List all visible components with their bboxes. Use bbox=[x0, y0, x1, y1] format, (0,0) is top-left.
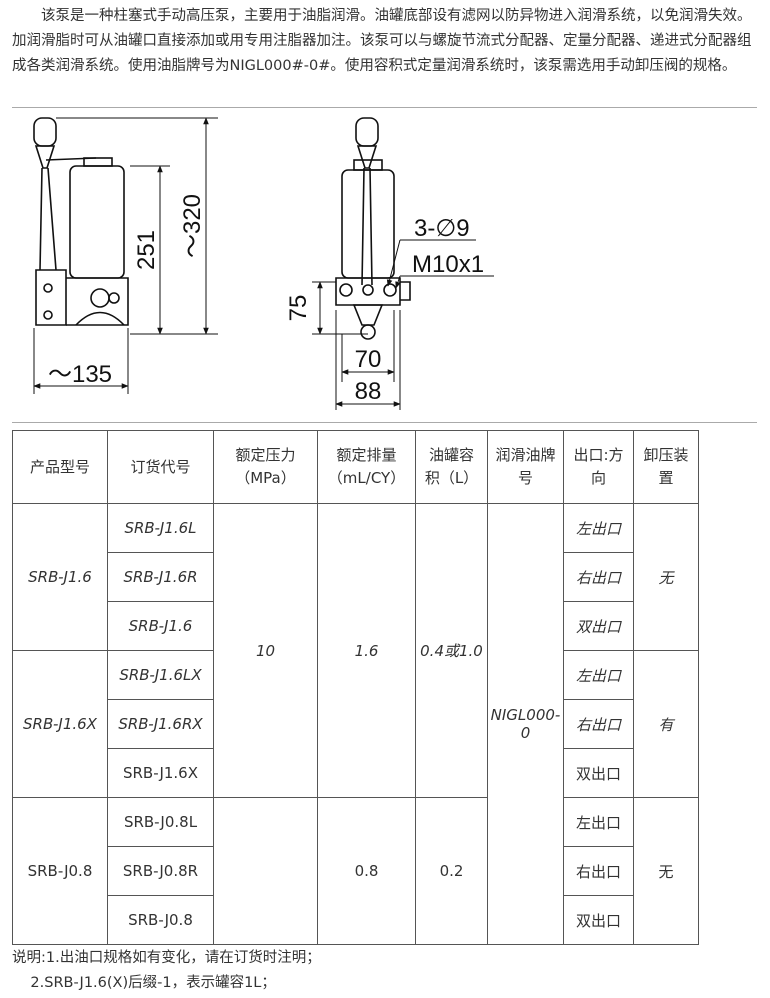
table-header-row: 产品型号 订货代号 额定压力（MPa） 额定排量（mL/CY） 油罐容积（L） … bbox=[12, 430, 699, 504]
table-row: SRB-J1.6RX 右出口 bbox=[13, 699, 699, 749]
dim-width-135: ～135 bbox=[48, 361, 112, 388]
note-line-2: 2.SRB-J1.6(X)后缀-1，表示罐容1L； bbox=[12, 975, 276, 991]
dim-thread: M10x1 bbox=[412, 251, 484, 278]
side-dims bbox=[33, 117, 218, 394]
outlet-cell: 左出口 bbox=[563, 503, 634, 553]
dim-70: 70 bbox=[355, 346, 382, 373]
code-cell: SRB-J1.6R bbox=[107, 552, 214, 602]
code-cell: SRB-J0.8R bbox=[107, 846, 214, 896]
code-cell: SRB-J0.8 bbox=[107, 895, 214, 945]
header-model: 产品型号 bbox=[12, 430, 108, 504]
code-cell: SRB-J1.6L bbox=[107, 503, 214, 553]
table-row: SRB-J0.8 SRB-J0.8L 0.8 0.2 左出口 无 bbox=[12, 797, 699, 945]
spec-table: 产品型号 订货代号 额定压力（MPa） 额定排量（mL/CY） 油罐容积（L） … bbox=[12, 430, 699, 945]
pump-drawing: ～135 251 ～320 3-∅9 M10x1 75 70 88 bbox=[33, 117, 494, 410]
outlet-cell: 双出口 bbox=[563, 895, 634, 945]
code-cell: SRB-J1.6X bbox=[107, 748, 214, 798]
intro-paragraph: 该泵是一种柱塞式手动高压泵，主要用于油脂润滑。油罐底部设有滤网以防异物进入润滑系… bbox=[12, 8, 752, 74]
outlet-cell: 左出口 bbox=[563, 797, 634, 847]
divider-bottom bbox=[12, 422, 757, 423]
pressure-cell: 10 bbox=[213, 503, 318, 798]
code-cell: SRB-J1.6RX bbox=[107, 699, 214, 749]
relief-cell: 无 bbox=[633, 797, 699, 945]
displacement-cell: 1.6 bbox=[317, 503, 416, 798]
table-row: SRB-J0.8 双出口 bbox=[13, 895, 699, 945]
header-outlet: 出口:方向 bbox=[563, 430, 634, 504]
relief-cell: 无 bbox=[633, 503, 699, 651]
table-row: SRB-J0.8R 右出口 bbox=[13, 846, 699, 896]
dim-75: 75 bbox=[285, 295, 312, 322]
table-row: SRB-J1.6 SRB-J1.6L 10 1.6 0.4或1.0 NIGL00… bbox=[12, 503, 699, 945]
model-cell: SRB-J1.6X bbox=[12, 650, 108, 798]
outlet-cell: 双出口 bbox=[563, 601, 634, 651]
header-displacement: 额定排量（mL/CY） bbox=[317, 430, 416, 504]
model-cell: SRB-J0.8 bbox=[12, 797, 108, 945]
code-cell: SRB-J1.6 bbox=[107, 601, 214, 651]
relief-cell: 有 bbox=[633, 650, 699, 798]
front-view bbox=[335, 117, 411, 340]
outlet-cell: 右出口 bbox=[563, 552, 634, 602]
outlet-cell: 右出口 bbox=[563, 846, 634, 896]
dim-88: 88 bbox=[355, 378, 382, 405]
header-code: 订货代号 bbox=[107, 430, 214, 504]
tank-cell: 0.4或1.0 bbox=[415, 503, 488, 798]
divider-top bbox=[12, 107, 757, 108]
model-cell: SRB-J1.6 bbox=[12, 503, 108, 651]
notes: 说明:1.出油口规格如有变化，请在订货时注明； 2.SRB-J1.6(X)后缀-… bbox=[12, 946, 321, 996]
note-line-1: 说明:1.出油口规格如有变化，请在订货时注明； bbox=[12, 950, 321, 966]
code-cell: SRB-J0.8L bbox=[107, 797, 214, 847]
outlet-cell: 右出口 bbox=[563, 699, 634, 749]
oil-cell: NIGL000-0 bbox=[487, 503, 564, 945]
dim-holes: 3-∅9 bbox=[414, 215, 470, 242]
header-oil: 润滑油牌号 bbox=[487, 430, 564, 504]
code-cell: SRB-J1.6LX bbox=[107, 650, 214, 700]
dim-height-320: ～320 bbox=[179, 194, 206, 258]
table-row: SRB-J1.6 双出口 bbox=[13, 601, 699, 651]
displacement-cell: 0.8 bbox=[317, 797, 416, 945]
table-row: SRB-J1.6R 右出口 bbox=[13, 552, 699, 602]
header-pressure: 额定压力（MPa） bbox=[213, 430, 318, 504]
tank-cell: 0.2 bbox=[415, 797, 488, 945]
outlet-cell: 双出口 bbox=[563, 748, 634, 798]
outlet-cell: 左出口 bbox=[563, 650, 634, 700]
dim-height-251: 251 bbox=[133, 230, 160, 270]
front-dims bbox=[312, 239, 494, 410]
header-relief: 卸压装置 bbox=[633, 430, 699, 504]
table-row: SRB-J1.6X 双出口 bbox=[13, 748, 699, 798]
header-tank: 油罐容积（L） bbox=[415, 430, 488, 504]
pressure-cell-blank bbox=[213, 797, 318, 945]
side-view bbox=[33, 117, 129, 326]
